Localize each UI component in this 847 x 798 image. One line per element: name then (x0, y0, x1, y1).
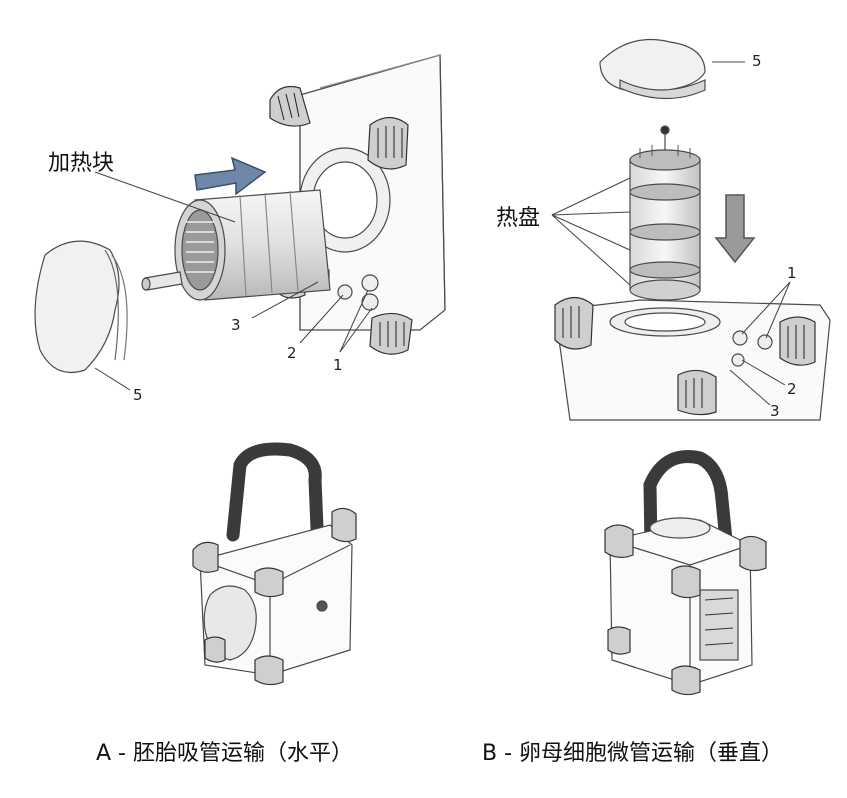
callout-1-a: 1 (333, 356, 343, 374)
callout-5-b: 5 (752, 52, 762, 70)
panel-a-illustration (34, 54, 446, 391)
panel-b-illustration (551, 38, 831, 421)
callout-2-a: 2 (287, 344, 297, 362)
callout-3-a: 3 (231, 316, 241, 334)
callout-2-b: 2 (787, 380, 797, 398)
box-horizontal-illustration (192, 442, 357, 686)
heat-block-label: 加热块 (48, 151, 115, 176)
callout-5-a: 5 (133, 386, 143, 404)
caption-a: A - 胚胎吸管运输（水平） (96, 741, 353, 766)
heat-plate-label: 热盘 (496, 206, 541, 231)
callout-3-b: 3 (770, 402, 780, 420)
caption-b: B - 卵母细胞微管运输（垂直） (482, 741, 784, 766)
callout-1-b: 1 (787, 264, 797, 282)
box-vertical-illustration (604, 450, 767, 696)
